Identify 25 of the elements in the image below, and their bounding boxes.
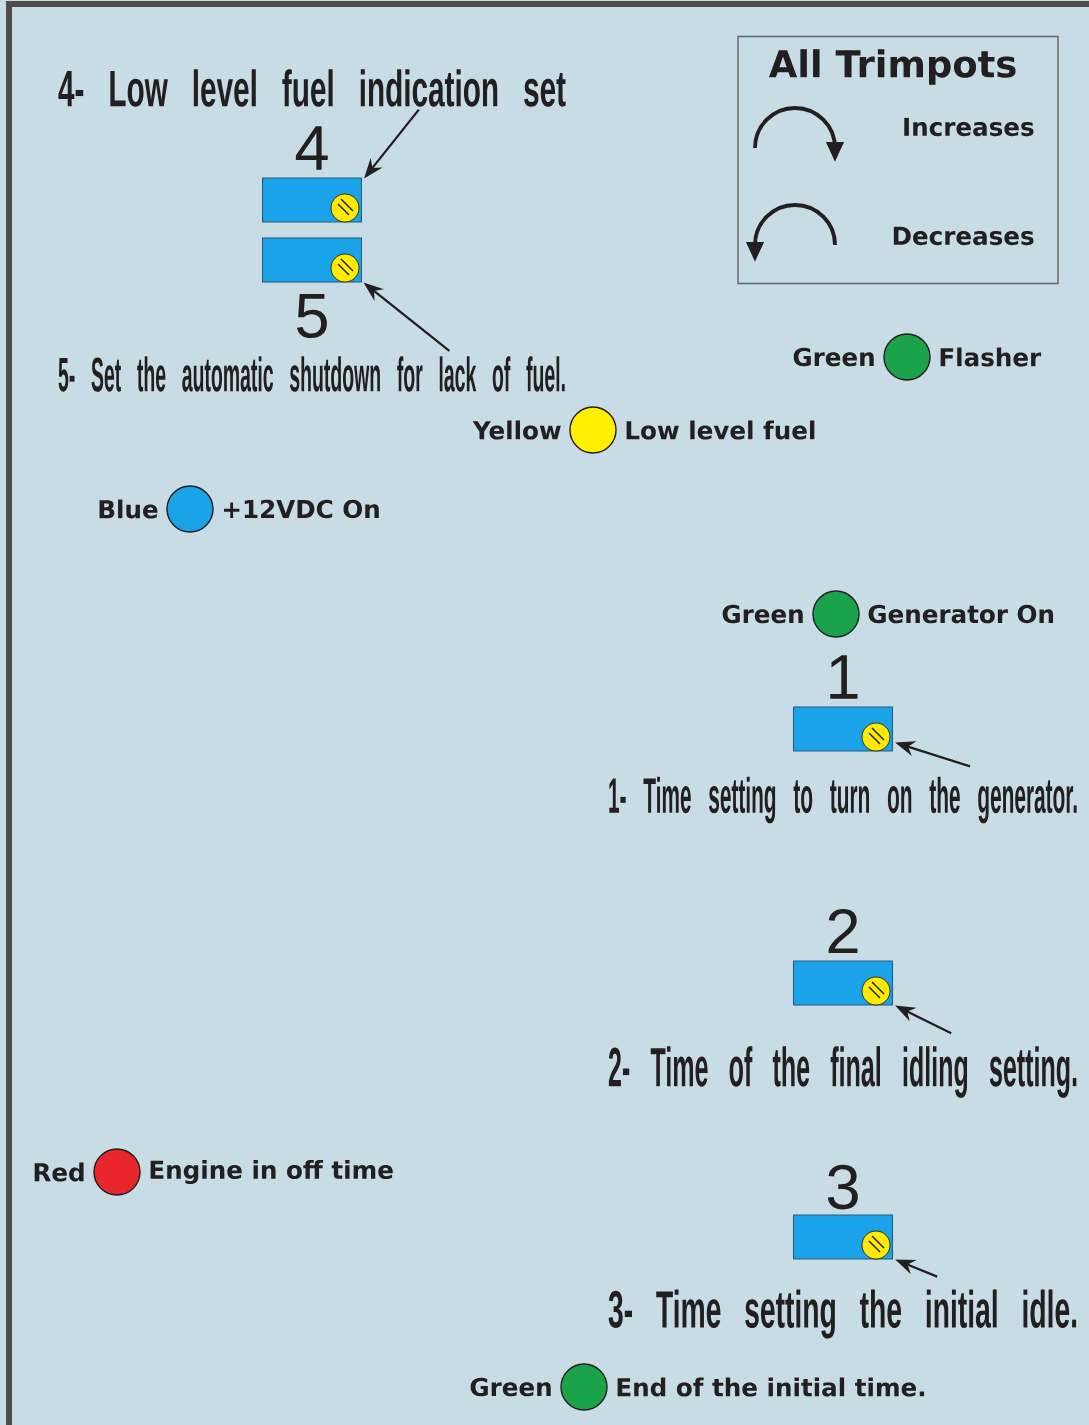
trimpot-number: 3 [827, 1164, 858, 1210]
led-label: Green [722, 604, 803, 624]
instruction-text: 1- Time setting to turn on the generator. [609, 776, 1077, 824]
trimpot-number: 2 [828, 908, 858, 954]
instruction-text: 3- Time setting the initial idle. [608, 1289, 1077, 1339]
instruction-text: 2- Time of the final idling setting. [608, 1046, 1077, 1098]
led-label: Engine in off time [150, 1160, 393, 1184]
led-label: Generator On [868, 604, 1054, 624]
led-label: Green [793, 347, 874, 367]
instruction-text: 5- Set the automatic shutdown for lack of fuel. [58, 356, 565, 392]
trimpot-number: 1 [830, 655, 858, 699]
box-heading: All Trimpots [768, 49, 1016, 85]
led-label: +12VDC On [223, 499, 379, 519]
led-label: Green [470, 1377, 551, 1397]
led-label: Low level fuel [626, 420, 815, 440]
trimpot-number: 5 [296, 293, 327, 339]
led-label: Flasher [940, 347, 1042, 367]
trimpot-number: 4 [295, 126, 328, 170]
led-label: Yellow [472, 420, 561, 440]
direction-label: Decreases [893, 226, 1034, 246]
led-label: End of the initial time. [617, 1377, 925, 1397]
direction-label: Increases [904, 117, 1034, 137]
instruction-text: 4- Low level fuel indication set [58, 69, 566, 107]
led-label: Red [34, 1162, 84, 1182]
led-label: Blue [99, 499, 158, 519]
